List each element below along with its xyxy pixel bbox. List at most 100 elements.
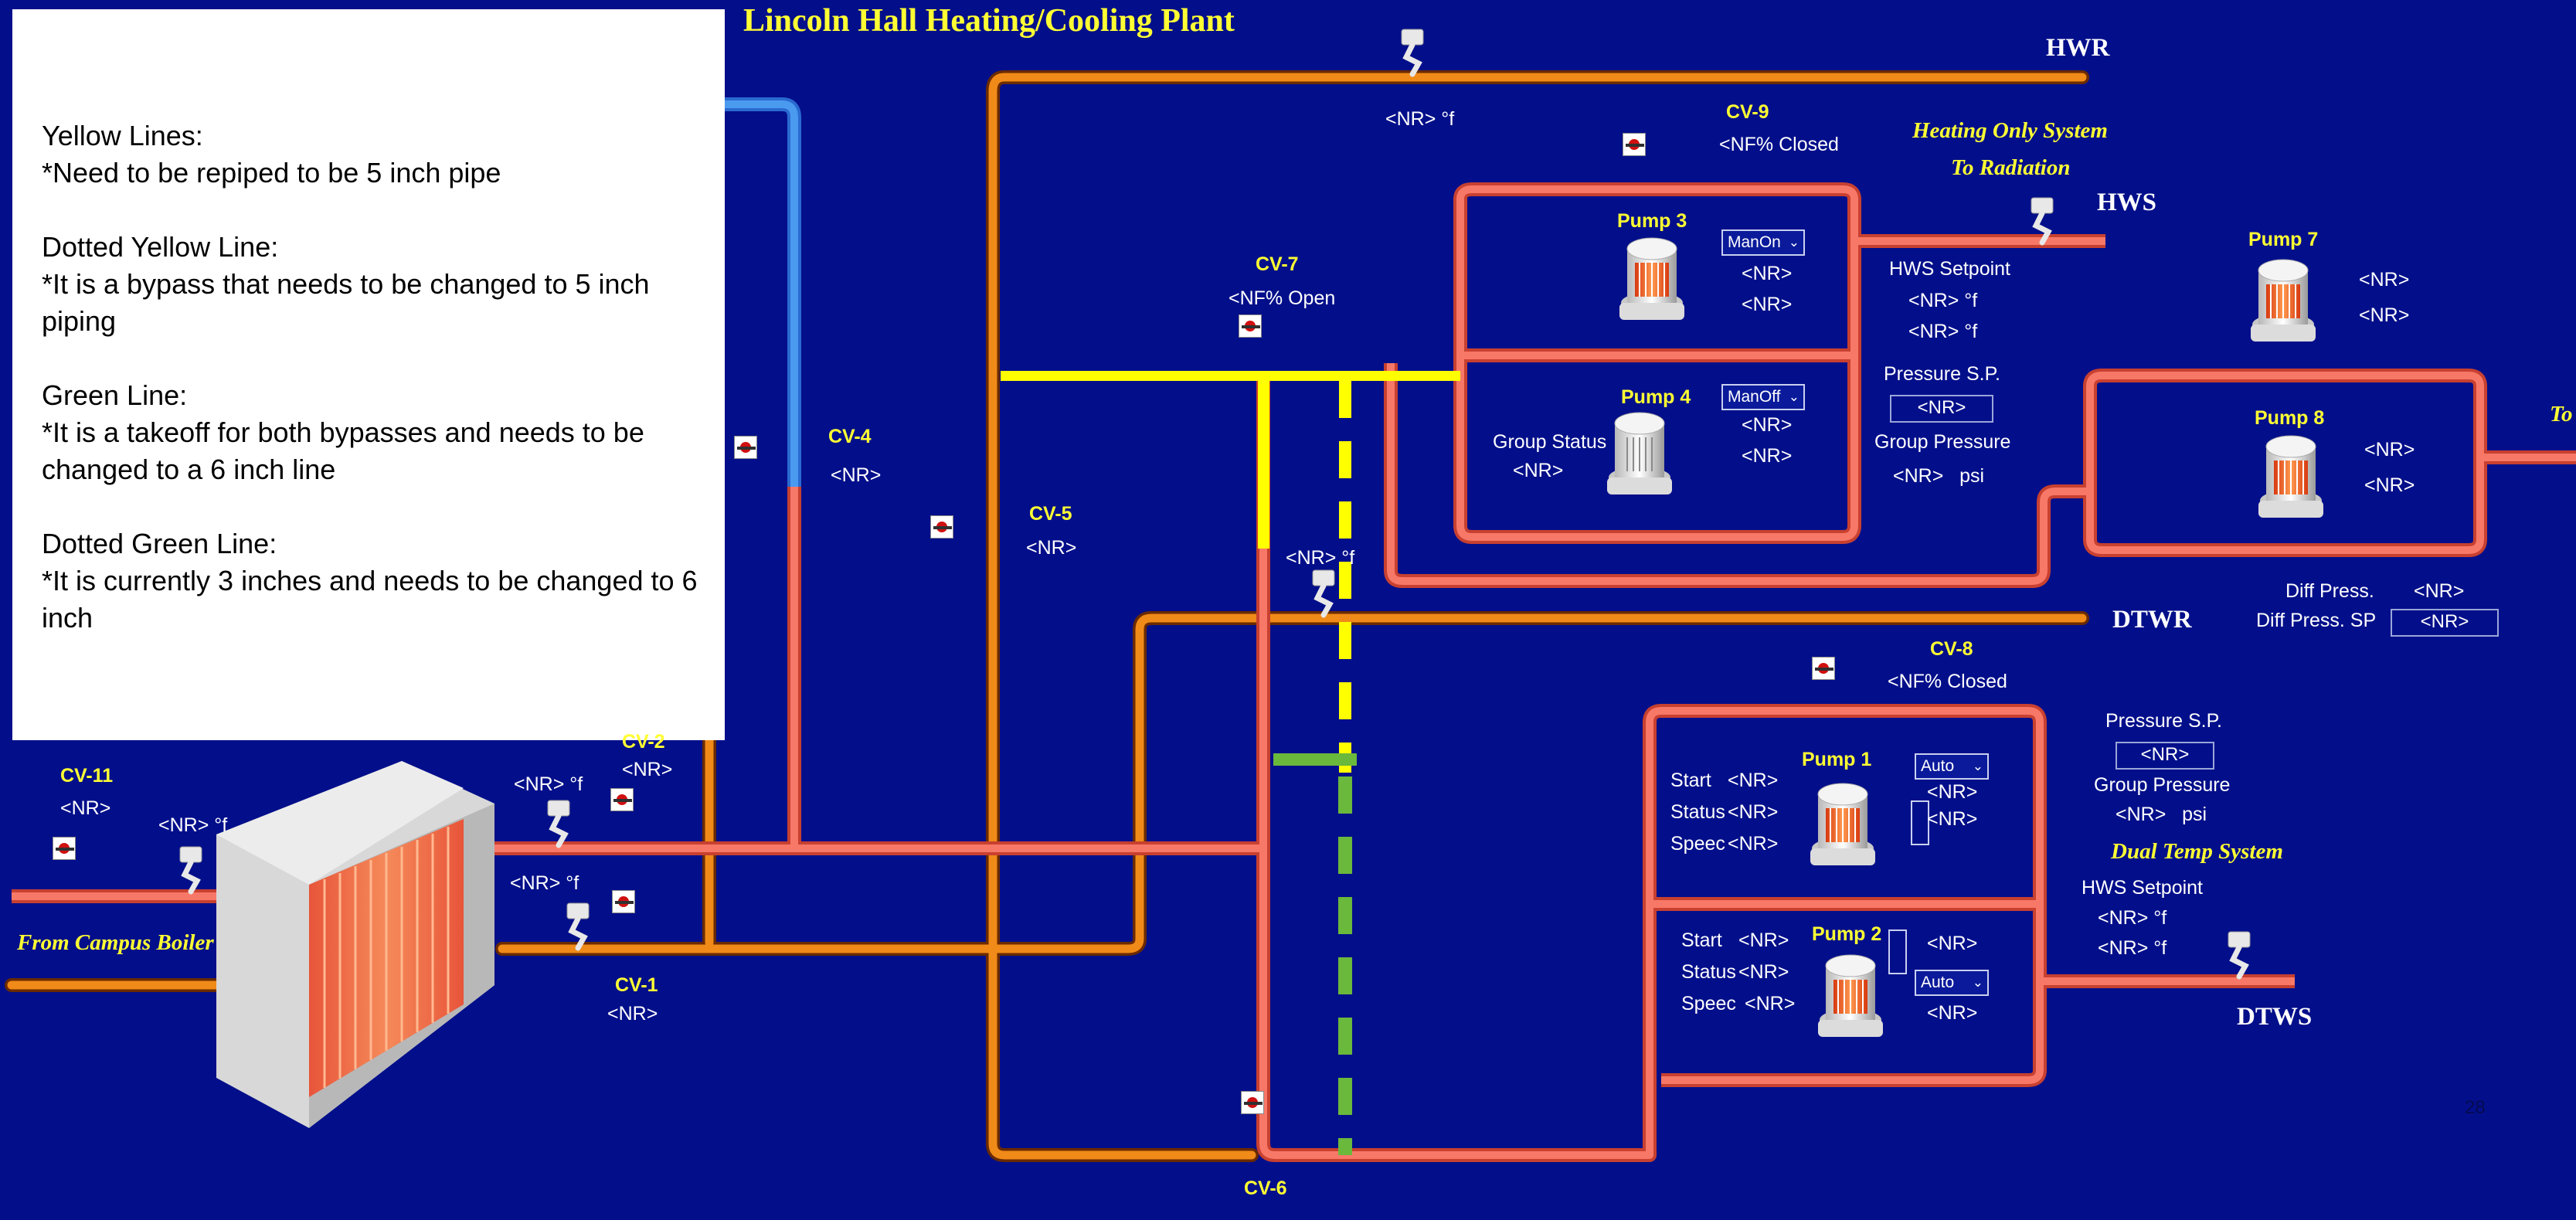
hws-setpoint-value: <NR> °f — [1908, 290, 1978, 311]
pump1-start-value: <NR> — [1728, 770, 1779, 791]
pump3-name: Pump 3 — [1617, 210, 1687, 232]
line-label-dtwr: DTWR — [2112, 606, 2192, 634]
dual-group-pressure-label: Group Pressure — [2094, 774, 2231, 796]
pump2-start-label: Start — [1681, 929, 1722, 951]
note-heading: Green Line: — [42, 379, 188, 411]
alarm-icon[interactable] — [610, 788, 634, 811]
pump8-name: Pump 8 — [2255, 407, 2325, 429]
alarm-icon[interactable] — [612, 890, 635, 913]
dual-hws-setpoint-label: HWS Setpoint — [2082, 877, 2204, 899]
cv1-value: <NR> — [607, 1003, 658, 1025]
pump2-start-value: <NR> — [1738, 929, 1789, 951]
cv8-name: CV-8 — [1930, 638, 1973, 660]
notes-panel: Yellow Lines:*Need to be repiped to be 5… — [12, 9, 725, 740]
pump2-mode-select[interactable]: Auto⌄ — [1915, 970, 1989, 996]
pressure-sp-input[interactable]: <NR> — [1890, 395, 1993, 423]
cv1-name: CV-1 — [615, 974, 658, 996]
to-radiation-label: To Radiation — [1951, 155, 2071, 180]
chevron-down-icon: ⌄ — [1972, 759, 1983, 773]
cv9-name: CV-9 — [1726, 101, 1769, 123]
alarm-icon[interactable] — [930, 515, 953, 539]
pump4-name: Pump 4 — [1621, 386, 1691, 408]
group-pressure-label: Group Pressure — [1874, 431, 2011, 453]
image-placeholder-icon — [1911, 800, 1929, 845]
pump7-value: <NR> — [2359, 269, 2410, 291]
alarm-icon[interactable] — [734, 436, 757, 459]
pump-icon[interactable] — [1810, 783, 1876, 866]
dual-pressure-sp-input[interactable]: <NR> — [2116, 742, 2214, 770]
pump3-mode-value: ManOn — [1728, 233, 1781, 251]
temp-hx-in: <NR> °f — [158, 814, 228, 836]
alarm-icon[interactable] — [1812, 657, 1835, 680]
blue-pipe — [725, 97, 801, 487]
line-label-hwr: HWR — [2046, 34, 2110, 62]
orange-pipes — [5, 70, 2089, 1162]
valve-icon[interactable] — [2228, 932, 2250, 977]
pump1-mode-select[interactable]: Auto⌄ — [1915, 753, 1989, 780]
cv9-value: <NF% Closed — [1719, 134, 1839, 155]
note-heading: Dotted Green Line: — [42, 528, 277, 559]
dual-group-pressure-value: <NR> psi — [2116, 804, 2207, 825]
group-status-value: <NR> — [1513, 460, 1564, 481]
pump4-mode-select[interactable]: ManOff⌄ — [1721, 384, 1805, 410]
pump2-mode-value: Auto — [1921, 974, 1955, 991]
alarm-icon[interactable] — [1241, 1091, 1264, 1114]
line-label-hws: HWS — [2097, 189, 2157, 216]
valve-icon[interactable] — [567, 903, 589, 948]
alarm-icon[interactable] — [53, 837, 76, 860]
pump4-value: <NR> — [1742, 445, 1793, 467]
note-text: *It is a bypass that needs to be changed… — [42, 268, 650, 337]
pump-icon[interactable] — [1606, 412, 1673, 495]
cv7-name: CV-7 — [1256, 253, 1299, 275]
alarm-icon[interactable] — [1239, 314, 1262, 338]
pump-icon[interactable] — [2258, 435, 2324, 518]
group-status-label: Group Status — [1493, 431, 1607, 453]
valve-icon[interactable] — [180, 847, 202, 892]
pump-icon[interactable] — [1817, 954, 1884, 1038]
pump1-status-value: <NR> — [1728, 801, 1779, 823]
pump-icon[interactable] — [2250, 259, 2316, 342]
cv8-value: <NF% Closed — [1888, 671, 2007, 692]
page-number: 28 — [2465, 1097, 2486, 1118]
cv5-name: CV-5 — [1029, 503, 1072, 525]
diff-press-value: <NR> — [2414, 580, 2465, 602]
pump2-speed-label: Speec — [1681, 993, 1736, 1014]
pump2-value: <NR> — [1927, 933, 1978, 954]
page-title: Lincoln Hall Heating/Cooling Plant — [743, 3, 1235, 39]
pump2-name: Pump 2 — [1812, 923, 1882, 945]
dual-pressure-sp-label: Pressure S.P. — [2105, 710, 2223, 732]
diff-press-label: Diff Press. — [2285, 580, 2374, 602]
pump2-status-value: <NR> — [1738, 961, 1789, 983]
pump3-mode-select[interactable]: ManOn ⌄ — [1721, 229, 1805, 256]
cv2-value: <NR> — [622, 759, 673, 780]
valve-icon[interactable] — [548, 800, 569, 845]
pump1-value: <NR> — [1927, 808, 1978, 830]
pressure-sp-label: Pressure S.P. — [1884, 363, 2001, 385]
diff-press-sp-label: Diff Press. SP — [2256, 610, 2377, 631]
dual-hws-setpoint-value: <NR> °f — [2098, 937, 2167, 959]
pump7-name: Pump 7 — [2248, 229, 2319, 250]
temp-bypass: <NR> °f — [1286, 547, 1355, 569]
pump1-speed-label: Speec — [1670, 833, 1725, 855]
chevron-down-icon: ⌄ — [1788, 235, 1799, 250]
note-text: *Need to be repiped to be 5 inch pipe — [42, 157, 501, 189]
diff-press-sp-input[interactable]: <NR> — [2391, 609, 2499, 637]
to-label: To — [2550, 402, 2573, 426]
green-lines — [1273, 753, 1357, 1155]
group-pressure-value: <NR> psi — [1893, 465, 1985, 487]
pump-icon[interactable] — [1619, 237, 1685, 321]
heat-exchanger-icon — [216, 761, 494, 1128]
pump4-value: <NR> — [1742, 414, 1793, 436]
alarm-icon[interactable] — [1623, 133, 1646, 156]
hws-setpoint-value: <NR> °f — [1908, 321, 1978, 342]
dual-temp-label: Dual Temp System — [2111, 839, 2283, 864]
from-campus-boiler-label: From Campus Boiler — [17, 930, 214, 955]
temp-hx-out-upper: <NR> °f — [514, 773, 583, 795]
pump7-value: <NR> — [2359, 304, 2410, 326]
hws-setpoint-label: HWS Setpoint — [1889, 258, 2011, 280]
dual-hws-setpoint-value: <NR> °f — [2098, 907, 2167, 929]
cv4-name: CV-4 — [828, 426, 872, 447]
valve-icon[interactable] — [1313, 570, 1334, 615]
valve-icon[interactable] — [1402, 29, 1423, 74]
